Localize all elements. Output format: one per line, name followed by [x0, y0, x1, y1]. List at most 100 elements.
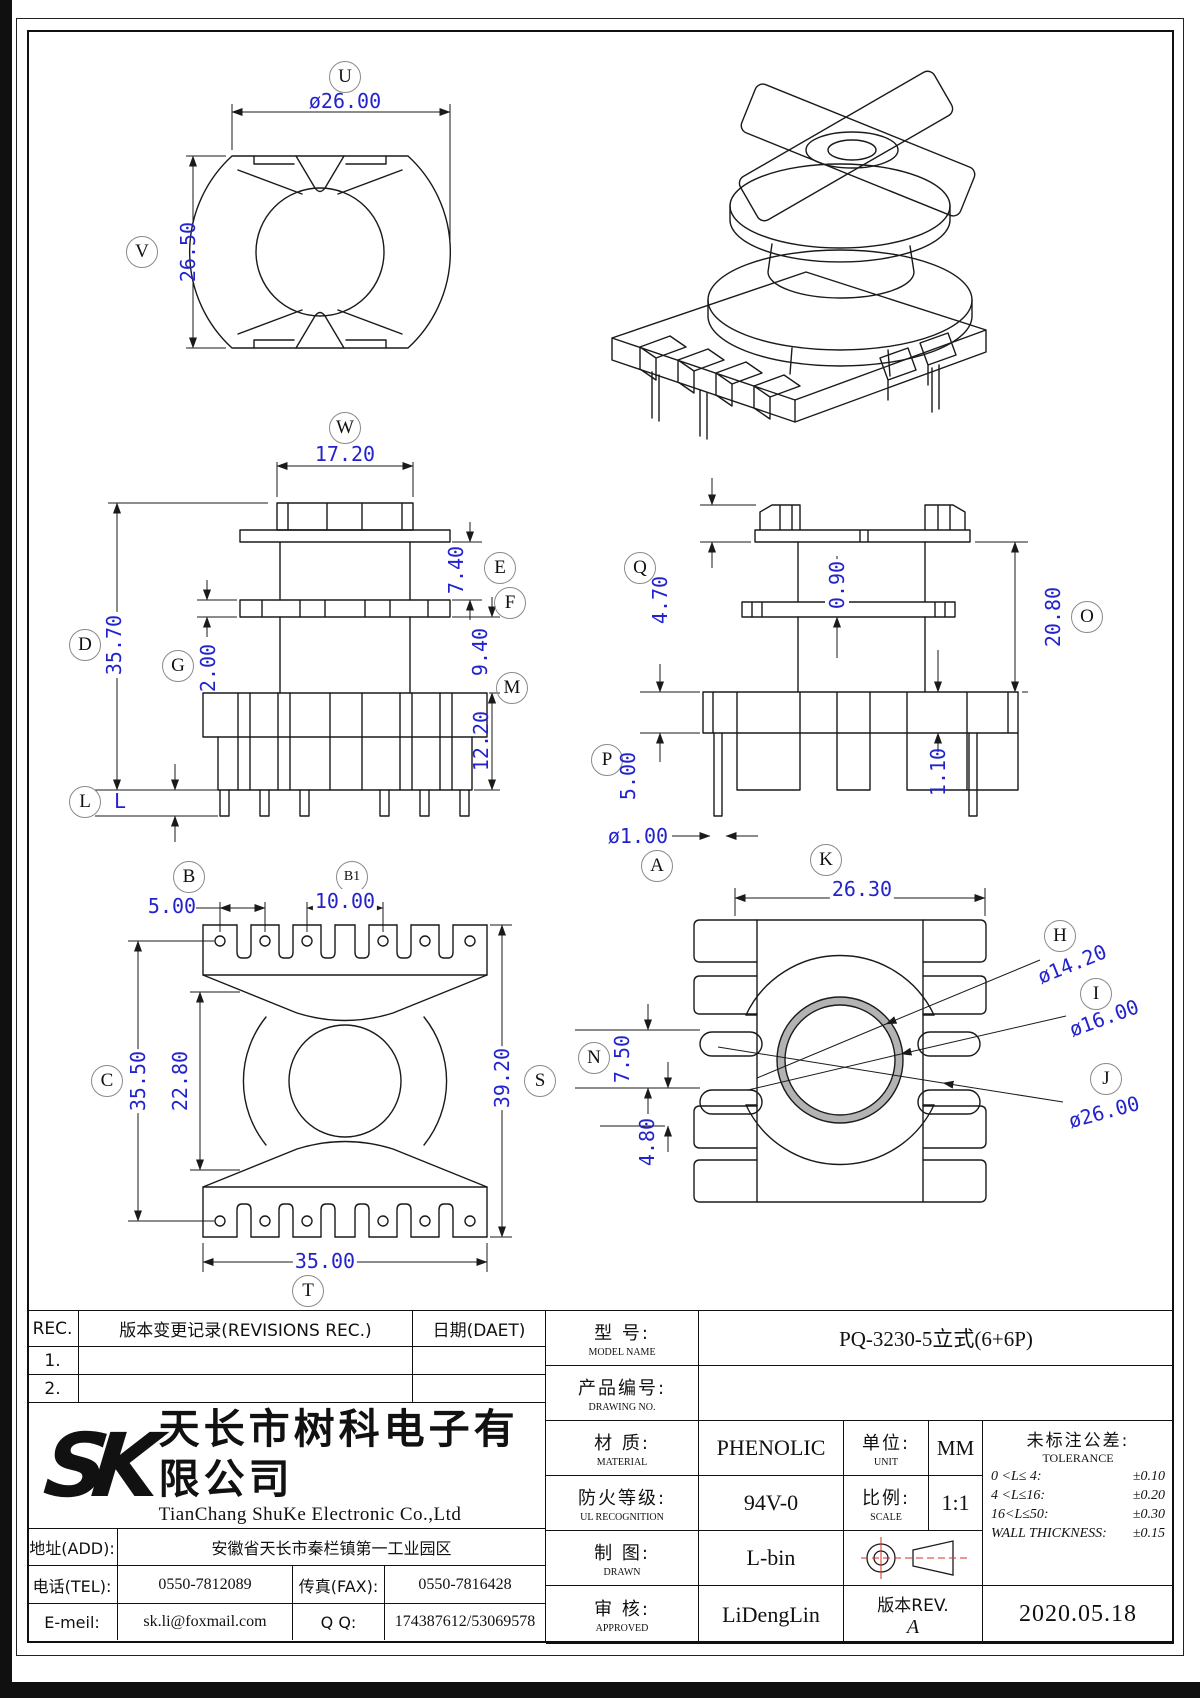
drawn-label-en: DRAWN [603, 1566, 641, 1578]
dim-K: 26.30 [829, 877, 895, 901]
balloon-U: U [329, 61, 361, 93]
scan-artifact-bottom [0, 1682, 1200, 1698]
date-cell: 2020.05.18 [983, 1586, 1174, 1644]
dim-Q: 4.70 [648, 575, 672, 625]
dim-W: 17.20 [314, 442, 376, 466]
bottom-left-block: REC. 版本变更记录(REVISIONS REC.) 日期(DAET) 1. … [27, 1310, 545, 1643]
model-label: 型 号: MODEL NAME [546, 1311, 699, 1366]
drawn-label-cn: 制 图: [594, 1542, 650, 1564]
tol-wall-val: ±0.15 [1132, 1525, 1165, 1541]
rev-col-rec: REC. [27, 1311, 79, 1347]
drawn-value: L-bin [699, 1531, 844, 1586]
sheet-inner-frame [27, 30, 1174, 1643]
company-logo: SK [39, 1413, 151, 1517]
tolerance-row: WALL THICKNESS: ±0.15 [991, 1525, 1165, 1544]
tol-wall-label: WALL THICKNESS: [991, 1525, 1107, 1541]
model-value: PQ-3230-5立式(6+6P) [699, 1311, 1174, 1366]
qq-value: 174387612/53069578 [394, 1613, 536, 1630]
tol-val-2: ±0.20 [1132, 1487, 1165, 1503]
balloon-G: G [162, 650, 194, 682]
pins-side [713, 732, 978, 817]
tolerance-title-en: TOLERANCE [1042, 1451, 1114, 1465]
rev-row1-date [413, 1347, 545, 1375]
drawing-no-label-en: DRAWING NO. [588, 1401, 656, 1413]
rev-row2-no: 2. [27, 1375, 79, 1403]
qq-label: Q Q: [293, 1604, 385, 1640]
balloon-C: C [91, 1065, 123, 1097]
view-base [128, 902, 512, 1272]
dim-B1: 10.00 [312, 889, 378, 913]
fax-label: 传真(FAX): [293, 1566, 385, 1604]
balloon-P: P [591, 744, 623, 776]
addr-label: 地址(ADD): [27, 1529, 118, 1566]
balloon-L: L [69, 786, 101, 818]
balloon-B: B [173, 861, 205, 893]
ul-label-cn: 防火等级: [577, 1487, 667, 1509]
dim-N-4-80: 4.80 [635, 1117, 659, 1167]
balloon-W: W [329, 412, 361, 444]
dim-F: 9.40 [468, 627, 492, 677]
dim-S: 39.20 [490, 1045, 514, 1111]
dim-O: 20.80 [1041, 586, 1065, 648]
balloon-H: H [1044, 920, 1076, 952]
model-number: PQ-3230-5立式(6+6P) [839, 1327, 1033, 1351]
tol-val-3: ±0.30 [1132, 1506, 1165, 1522]
dim-22-80: 22.80 [168, 1050, 192, 1112]
approved-value: LiDengLin [699, 1586, 844, 1644]
date-value: 2020.05.18 [1019, 1601, 1137, 1627]
drawing-no-label-cn: 产品编号: [577, 1377, 667, 1399]
company-name-cn: 天长市树科电子有限公司 [158, 1405, 519, 1503]
rev-value: A [906, 1615, 920, 1638]
email-value: sk.li@foxmail.com [118, 1604, 293, 1640]
balloon-O: O [1071, 601, 1103, 633]
rev-col-date: 日期(DAET) [413, 1311, 545, 1347]
view-top-face [186, 104, 451, 349]
scale-label-en: SCALE [870, 1511, 902, 1523]
balloon-I: I [1080, 978, 1112, 1010]
dim-M: 12.20 [469, 710, 493, 772]
ul-label-en: UL RECOGNITION [580, 1511, 664, 1523]
balloon-V: V [126, 236, 158, 268]
pins-front [219, 789, 470, 817]
drawing-no-label: 产品编号: DRAWING NO. [546, 1366, 699, 1421]
balloon-F: F [494, 587, 526, 619]
center-hole [255, 187, 385, 317]
material-label: 材 质: MATERIAL [546, 1421, 699, 1476]
material-label-cn: 材 质: [594, 1432, 650, 1454]
unit-label-en: UNIT [874, 1456, 898, 1468]
unit-value: MM [929, 1421, 983, 1476]
balloon-M: M [496, 672, 528, 704]
balloon-N: N [578, 1042, 610, 1074]
rev-row2-desc [79, 1375, 413, 1403]
third-angle-projection-icon [861, 1537, 969, 1579]
model-label-en: MODEL NAME [588, 1346, 656, 1358]
balloon-D: D [69, 629, 101, 661]
ul-label: 防火等级: UL RECOGNITION [546, 1476, 699, 1531]
rev-row2-date [413, 1375, 545, 1403]
center-hole-base [288, 1024, 402, 1138]
scale-label-cn: 比例: [861, 1487, 911, 1509]
dim-C: 35.50 [126, 1048, 150, 1114]
balloon-T: T [292, 1275, 324, 1307]
drawn-label: 制 图: DRAWN [546, 1531, 699, 1586]
unit-text: MM [936, 1435, 975, 1460]
model-label-cn: 型 号: [594, 1322, 650, 1344]
material-value: PHENOLIC [699, 1421, 844, 1476]
dim-V: 26.50 [176, 221, 200, 283]
ul-text: 94V-0 [743, 1490, 799, 1515]
core-ring-gray [777, 997, 903, 1123]
material-label-en: MATERIAL [596, 1456, 648, 1468]
rev-row1-desc [79, 1347, 413, 1375]
drawing-no-value [699, 1366, 1174, 1421]
dim-mid-flange-0-90: 0.90 [825, 558, 849, 612]
balloon-Q: Q [624, 552, 656, 584]
tolerance-block: 未标注公差: TOLERANCE 0 <L≤ 4: ±0.10 4 <L≤16:… [983, 1421, 1174, 1586]
title-block: 型 号: MODEL NAME PQ-3230-5立式(6+6P) 产品编号: … [545, 1310, 1174, 1644]
dim-G: 2.00 [196, 643, 220, 693]
dim-U: ø26.00 [308, 89, 382, 113]
email-label: E-meil: [27, 1604, 118, 1640]
sheet-outer-frame [16, 18, 1184, 1656]
unit-label: 单位: UNIT [844, 1421, 929, 1476]
